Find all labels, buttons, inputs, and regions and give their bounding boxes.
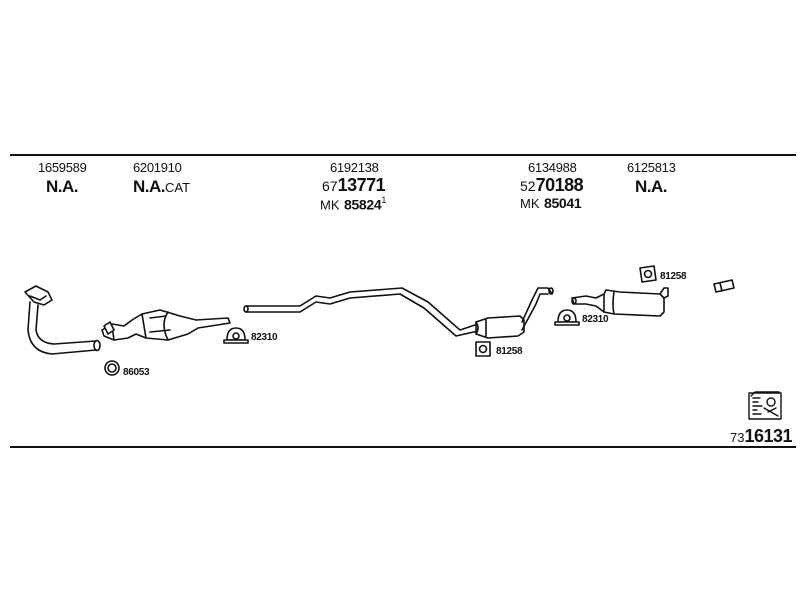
part-code: 6125813	[627, 160, 676, 175]
bottom-rule	[10, 446, 796, 448]
label-ring-front: 86053	[123, 367, 150, 378]
clamp-front	[223, 327, 249, 344]
label-mount-middle: 81258	[496, 346, 523, 357]
mk-value: 85041	[543, 195, 582, 211]
diagram-reference: 7316131	[729, 426, 793, 447]
part-availability: N.A.	[635, 177, 668, 196]
part-prefix: 52	[520, 178, 536, 194]
mount-middle	[475, 341, 491, 357]
mk-label: MK	[520, 196, 540, 211]
header-item-2: 6201910 N.A.CAT	[133, 160, 190, 197]
header-item-1: 1659589 N.A.	[38, 160, 87, 197]
header-item-4: 6134988 5270188 MK 85041	[520, 160, 584, 213]
part-code: 6134988	[528, 160, 577, 175]
label-mount-rear: 81258	[660, 271, 687, 282]
mk-label: MK	[320, 197, 340, 213]
middle-rear-pipe	[521, 287, 554, 331]
header-item-3: 6192138 6713771 MK 858241	[320, 160, 387, 214]
part-code: 1659589	[38, 160, 87, 175]
part-number: 70188	[535, 175, 584, 195]
clamp-rear	[554, 309, 580, 326]
mount-rear	[639, 265, 657, 283]
middle-pipe	[243, 287, 479, 337]
gasket-cat	[103, 321, 115, 335]
part-availability: N.A.	[46, 177, 79, 196]
part-number: 13771	[337, 175, 386, 195]
part-suffix: CAT	[165, 180, 191, 195]
part-availability: N.A.	[133, 177, 166, 196]
part-code: 6192138	[330, 160, 379, 175]
middle-silencer	[475, 315, 525, 339]
document-icon	[748, 391, 782, 420]
part-code: 6201910	[133, 160, 182, 175]
mk-value: 85824	[343, 196, 382, 213]
front-downpipe	[24, 285, 101, 355]
ring-front	[104, 360, 120, 376]
label-clamp-front: 82310	[251, 332, 278, 343]
label-clamp-rear: 82310	[582, 314, 609, 325]
reference-number: 16131	[744, 426, 792, 446]
top-rule	[10, 154, 796, 156]
catalytic-converter	[101, 309, 231, 341]
part-prefix: 67	[322, 178, 338, 194]
reference-prefix: 73	[729, 430, 745, 445]
tailpipe-tip	[713, 279, 735, 293]
header-item-5: 6125813 N.A.	[627, 160, 676, 197]
mk-superscript: 1	[381, 195, 387, 205]
rear-silencer	[571, 287, 669, 317]
